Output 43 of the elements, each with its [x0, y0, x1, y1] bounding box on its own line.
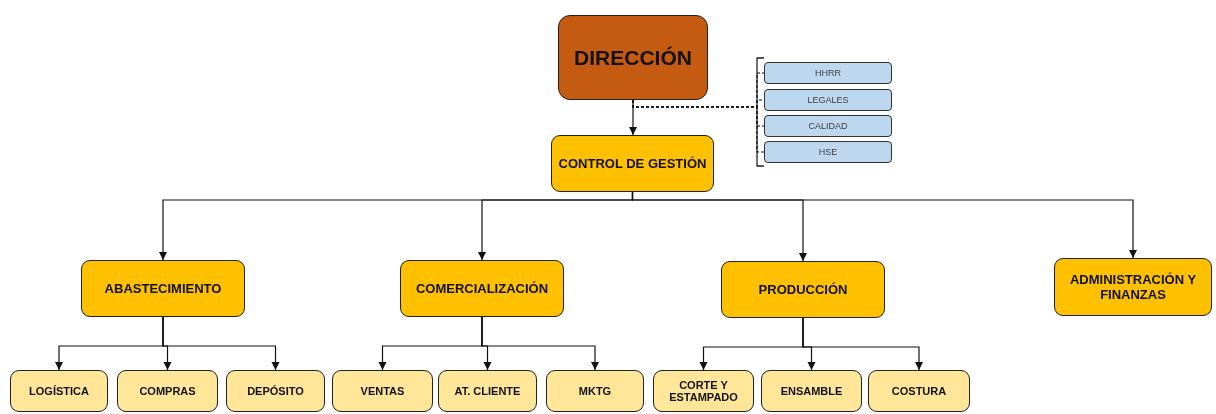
- node-label: COMPRAS: [138, 385, 197, 397]
- director-box: [558, 15, 708, 100]
- department-box: [400, 260, 564, 317]
- node-label: ADMINISTRACIÓN Y FINANZAS: [1068, 272, 1198, 302]
- node-label: ENSAMBLE: [779, 385, 844, 397]
- unit-box: [761, 370, 862, 412]
- staff-box: [764, 141, 892, 163]
- unit-box: [653, 370, 754, 412]
- node-label: VENTAS: [359, 385, 406, 397]
- node-label: DIRECCIÓN: [573, 45, 693, 70]
- node-label: PRODUCCIÓN: [757, 282, 849, 297]
- staff-box: [764, 89, 892, 111]
- department-box: [721, 261, 885, 318]
- node-label: COMERCIALIZACIÓN: [414, 281, 550, 296]
- node-label: MKTG: [577, 385, 613, 397]
- node-label: AT. CLIENTE: [453, 385, 522, 397]
- node-label: LEGALES: [806, 95, 850, 105]
- node-label: HHRR: [814, 68, 842, 78]
- node-label: COSTURA: [890, 385, 948, 397]
- node-label: DEPÓSITO: [246, 385, 305, 397]
- department-box: [1054, 258, 1212, 316]
- node-label: HSE: [817, 147, 839, 157]
- node-label: CALIDAD: [807, 121, 849, 131]
- arrow: [802, 317, 924, 371]
- unit-box: [226, 370, 325, 412]
- arrow: [631, 191, 1138, 259]
- node-label: ABASTECIMIENTO: [103, 281, 223, 296]
- unit-box: [438, 370, 537, 412]
- unit-box: [546, 370, 644, 412]
- unit-box: [332, 370, 433, 412]
- unit-box: [10, 370, 108, 412]
- unit-box: [117, 370, 218, 412]
- staff-box: [764, 62, 892, 84]
- node-label: CONTROL DE GESTIÓN: [557, 156, 708, 171]
- department-box: [551, 135, 714, 192]
- department-box: [81, 260, 245, 317]
- staff-box: [764, 115, 892, 137]
- arrow: [162, 316, 280, 371]
- node-label: CORTE Y ESTAMPADO: [668, 379, 739, 403]
- connector-line: [632, 99, 765, 153]
- arrow: [481, 316, 600, 371]
- unit-box: [868, 370, 970, 412]
- node-label: LOGÍSTICA: [28, 385, 90, 397]
